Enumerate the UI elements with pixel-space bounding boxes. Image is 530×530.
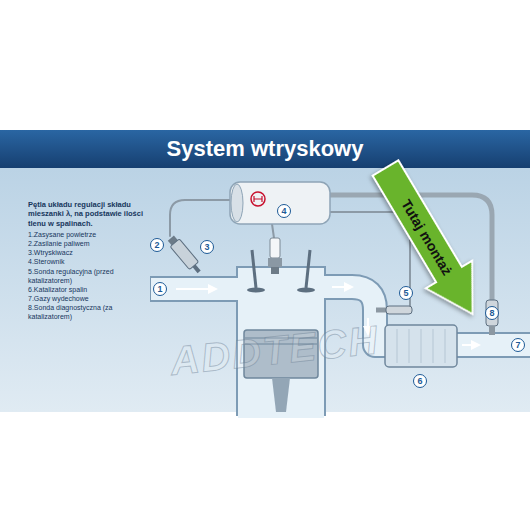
callout-circle: 5 (399, 286, 413, 300)
callout-circle: 4 (277, 204, 291, 218)
callout-circle: 1 (153, 282, 167, 296)
lambda-sensor-rear (486, 300, 498, 335)
title-holder: System wtryskowy (0, 130, 530, 168)
key-entry: 7.Gazy wydechowe (28, 294, 146, 303)
callout-number: 8 (489, 309, 494, 318)
arrow-body (362, 154, 495, 328)
key-entry: 3.Wtryskiwacz (28, 248, 146, 257)
control-unit (230, 182, 330, 224)
lambda-sensor-front (376, 306, 412, 314)
callout-circle: 7 (511, 338, 525, 352)
key-entry: 6.Katalizator spalin (28, 285, 146, 294)
key-entry: 1.Zasysane powietrze (28, 230, 146, 239)
valves (247, 250, 315, 293)
diagram-title: System wtryskowy (167, 136, 364, 162)
catalytic-converter (385, 325, 457, 367)
callout-number: 6 (417, 377, 422, 386)
callout-circle: 6 (413, 374, 427, 388)
key-entry: 2.Zasilanie paliwem (28, 239, 146, 248)
spark-plug (268, 238, 282, 274)
injector (166, 234, 203, 275)
key-entry: 5.Sonda regulacyjna (przed katalizatorem… (28, 267, 146, 285)
key-heading: Pętla układu regulacji składu mieszanki … (28, 200, 146, 228)
callout-number: 4 (281, 207, 286, 216)
key-list: Pętla układu regulacji składu mieszanki … (28, 200, 146, 321)
title-band (0, 130, 530, 168)
key-entry: 8.Sonda diagnostyczna (za katalizatorem) (28, 303, 146, 321)
callout-number: 3 (204, 243, 209, 252)
callout-number: 1 (157, 285, 162, 294)
callout-circle: 8 (485, 306, 499, 320)
callout-circle: 3 (200, 240, 214, 254)
callout-circle: 2 (150, 238, 164, 252)
callout-number: 5 (403, 289, 408, 298)
callout-number: 2 (154, 241, 159, 250)
key-entry: 4.Sterownik (28, 257, 146, 266)
callout-number: 7 (515, 341, 520, 350)
